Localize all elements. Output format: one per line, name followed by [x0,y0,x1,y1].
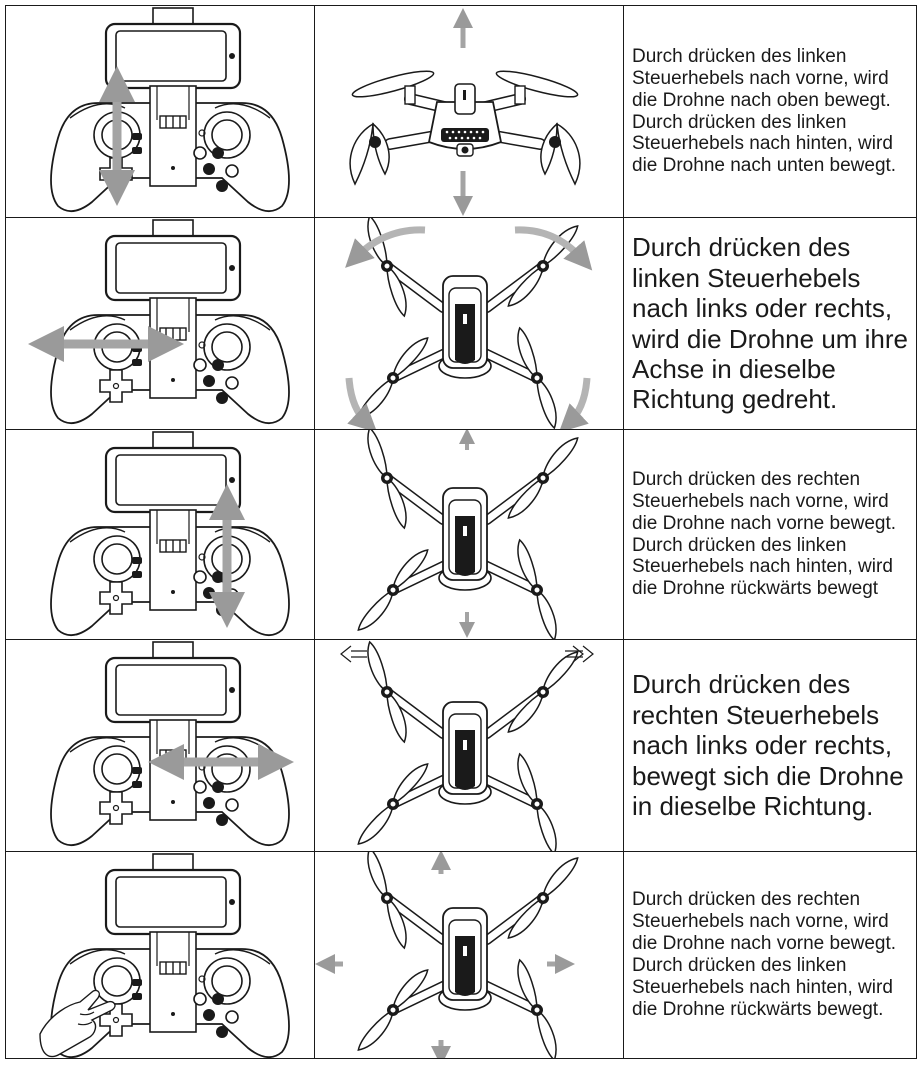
controller-illustration [5,851,315,1059]
controller-illustration [5,217,315,430]
arrow-left-icon [340,645,367,663]
description-cell: Durch drücken des rechten Steuerhebels n… [623,429,917,640]
rotate-arrow-icon [514,226,593,271]
control-instructions-table: Durch drücken des linken Steuerhebels na… [5,5,917,1059]
description-cell: Durch drücken des linken Steuerhebels na… [623,217,917,430]
description-text: Durch drücken des rechten Steuerhebels n… [632,669,904,822]
description-cell: Durch drücken des rechten Steuerhebels n… [623,639,917,852]
drone-illustration [314,217,624,430]
arrow-right-icon [565,645,594,663]
table-row: Durch drücken des linken Steuerhebels na… [5,5,917,218]
description-text: Durch drücken des linken Steuerhebels na… [632,45,897,177]
controller-illustration [5,5,315,218]
table-row: Durch drücken des linken Steuerhebels na… [5,217,917,430]
rotate-arrow-icon [558,377,591,429]
controller-illustration [5,429,315,640]
table-row: Durch drücken des rechten Steuerhebels n… [5,851,917,1059]
rotate-arrow-icon [345,226,426,268]
drone-illustration [314,5,624,218]
drone-illustration [314,851,624,1059]
description-text: Durch drücken des rechten Steuerhebels n… [632,468,897,600]
description-text: Durch drücken des linken Steuerhebels na… [632,232,909,415]
controller-illustration [5,639,315,852]
rotate-arrow-icon [345,377,378,429]
description-cell: Durch drücken des rechten Steuerhebels n… [623,851,917,1059]
description-cell: Durch drücken des linken Steuerhebels na… [623,5,917,218]
drone-illustration [314,639,624,852]
description-text: Durch drücken des rechten Steuerhebels n… [632,889,897,1020]
drone-illustration [314,429,624,640]
table-row: Durch drücken des rechten Steuerhebels n… [5,429,917,640]
table-row: Durch drücken des rechten Steuerhebels n… [5,639,917,852]
